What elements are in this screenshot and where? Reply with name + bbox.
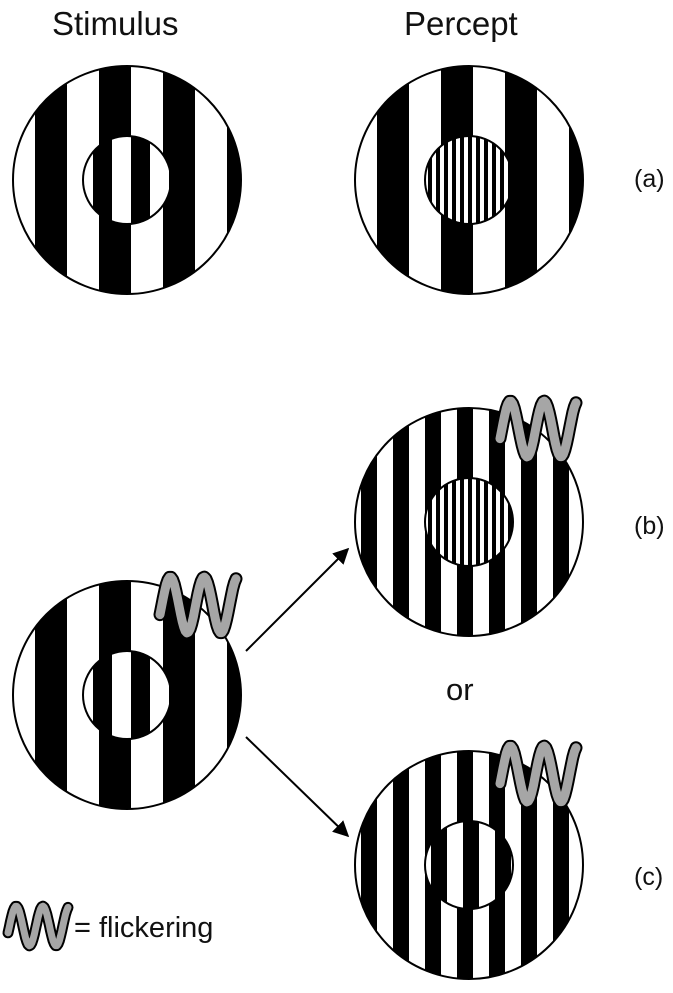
- outer-disc-outline: [354, 65, 584, 295]
- flicker-wave-icon: [493, 394, 583, 464]
- flicker-wave-icon: [493, 739, 583, 809]
- inner-disc-outline: [82, 650, 172, 740]
- outer-grating: [13, 581, 241, 809]
- inner-grating: [425, 136, 513, 224]
- grating-disc: [12, 580, 242, 810]
- legend-flickering-text: = flickering: [74, 912, 214, 944]
- outer-disc-outline: [12, 65, 242, 295]
- row-label-c: (c): [634, 863, 664, 891]
- grating-disc: [354, 407, 584, 637]
- percept-heading: Percept: [404, 5, 518, 42]
- inner-disc-outline: [82, 135, 172, 225]
- inner-disc-outline: [424, 820, 514, 910]
- flicker-wave-icon: [153, 570, 243, 640]
- row-label-a: (a): [634, 165, 665, 193]
- stimulus-heading: Stimulus: [52, 5, 179, 42]
- arrow-to-percept-c: [245, 736, 350, 838]
- inner-disc-outline: [424, 135, 514, 225]
- grating-disc: [354, 65, 584, 295]
- outer-disc-outline: [354, 750, 584, 980]
- grating-disc: [12, 65, 242, 295]
- or-label: or: [446, 672, 474, 707]
- arrow-to-percept-b: [245, 547, 350, 652]
- inner-disc-outline: [424, 477, 514, 567]
- row-label-b: (b): [634, 512, 665, 540]
- inner-grating: [425, 478, 513, 566]
- outer-disc-outline: [12, 580, 242, 810]
- legend-flicker-wave-icon: [2, 900, 74, 952]
- outer-disc-outline: [354, 407, 584, 637]
